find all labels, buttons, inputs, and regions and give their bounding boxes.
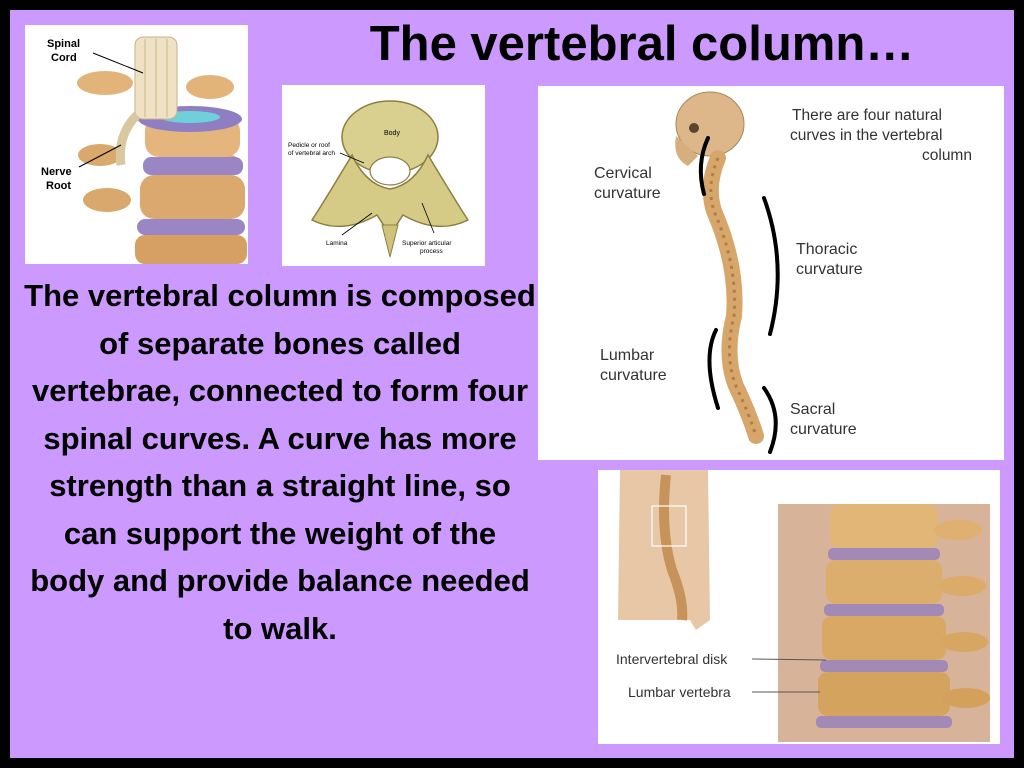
label-spinal: Spinal xyxy=(47,38,80,50)
label-lumbar-2: curvature xyxy=(600,367,667,384)
label-lamina: Lamina xyxy=(326,240,348,247)
label-lumbar-1: Lumbar xyxy=(600,347,655,364)
label-pedicle-1: Pedicle or roof xyxy=(288,142,330,149)
label-disk: Intervertebral disk xyxy=(616,651,728,667)
slide: The vertebral column… xyxy=(10,10,1014,758)
label-pedicle-2: of vertebral arch xyxy=(288,150,335,157)
label-articular-2: process xyxy=(420,248,444,255)
note-line-3: column xyxy=(922,147,972,164)
vertebra-illustration: Body Pedicle or roof of vertebral arch L… xyxy=(288,100,470,258)
spinal-cord-illustration: Spinal Cord Nerve Root xyxy=(41,36,247,264)
slide-title: The vertebral column… xyxy=(369,17,915,71)
spinal-curves-illustration: There are four natural curves in the ver… xyxy=(594,91,972,454)
label-cord: Cord xyxy=(51,52,77,64)
label-sacral-2: curvature xyxy=(790,421,857,438)
body-text: The vertebral column is composed of sepa… xyxy=(24,278,536,646)
lumbar-illustration: Intervertebral disk Lumbar vertebra xyxy=(616,470,990,742)
label-nerve: Nerve xyxy=(41,166,72,178)
note-line-1: There are four natural xyxy=(792,107,942,124)
label-sacral-1: Sacral xyxy=(790,401,835,418)
label-thoracic-2: curvature xyxy=(796,261,863,278)
lumbar-figure: Intervertebral disk Lumbar vertebra xyxy=(598,470,1000,744)
label-cervical-1: Cervical xyxy=(594,165,652,182)
label-cervical-2: curvature xyxy=(594,185,661,202)
spinal-cord-figure: Spinal Cord Nerve Root xyxy=(25,25,248,264)
label-articular-1: Superior articular xyxy=(402,240,452,247)
label-body: Body xyxy=(384,130,400,137)
note-line-2: curves in the vertebral xyxy=(790,127,943,144)
spinal-curves-figure: There are four natural curves in the ver… xyxy=(538,86,1004,460)
label-thoracic-1: Thoracic xyxy=(796,241,857,258)
vertebra-figure: Body Pedicle or roof of vertebral arch L… xyxy=(282,85,485,266)
label-lumbar-vertebra: Lumbar vertebra xyxy=(628,684,731,700)
label-root: Root xyxy=(46,180,71,192)
